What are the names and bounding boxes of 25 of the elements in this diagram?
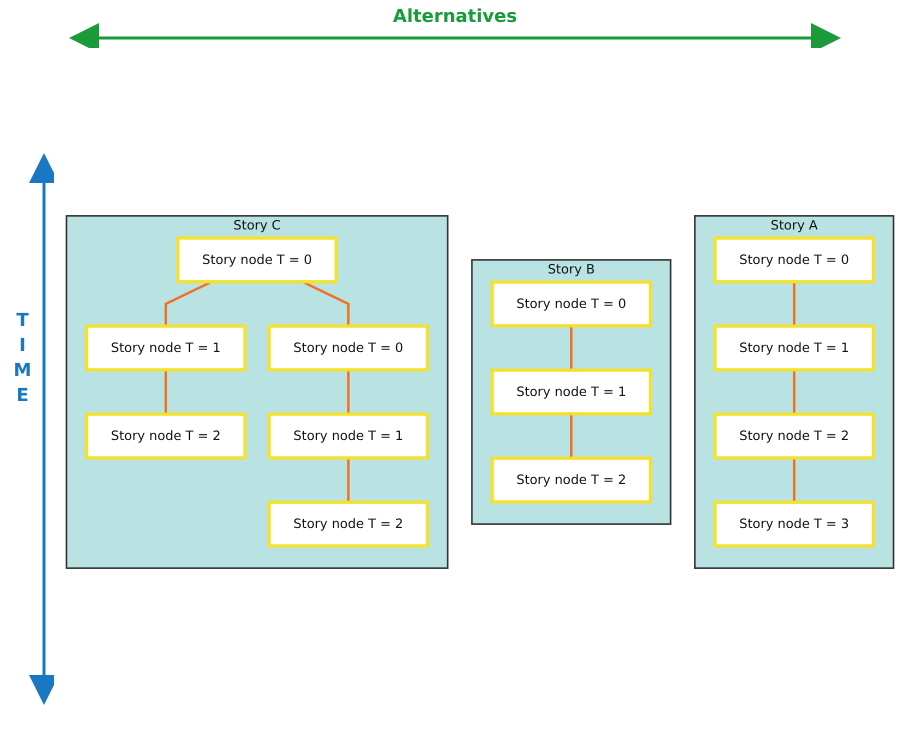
- connector: [347, 370, 350, 414]
- node-box: Story node T = 2: [490, 456, 652, 504]
- node-box: Story node T = 2: [713, 412, 875, 460]
- axis-label: TIME: [12, 310, 33, 410]
- connector: [164, 280, 212, 326]
- node-box: Story node T = 0: [713, 236, 875, 284]
- node-box: Story node T = 2: [85, 412, 247, 460]
- node-box: Story node T = 0: [176, 236, 338, 284]
- connector: [347, 458, 350, 502]
- connector: [302, 280, 350, 326]
- axis-label: Alternatives: [392, 6, 518, 27]
- connector: [570, 326, 572, 370]
- connector: [792, 370, 796, 414]
- node-box: Story node T = 3: [713, 500, 875, 548]
- connector: [792, 282, 796, 326]
- node-box: Story node T = 0: [490, 280, 652, 328]
- node-box: Story node T = 1: [268, 412, 430, 460]
- node-box: Story node T = 1: [713, 324, 875, 372]
- node-box: Story node T = 0: [268, 324, 430, 372]
- node-box: Story node T = 2: [268, 500, 430, 548]
- node-box: Story node T = 1: [85, 324, 247, 372]
- connector: [164, 370, 168, 414]
- connector: [570, 414, 572, 458]
- connector: [792, 458, 796, 502]
- node-box: Story node T = 1: [490, 368, 652, 416]
